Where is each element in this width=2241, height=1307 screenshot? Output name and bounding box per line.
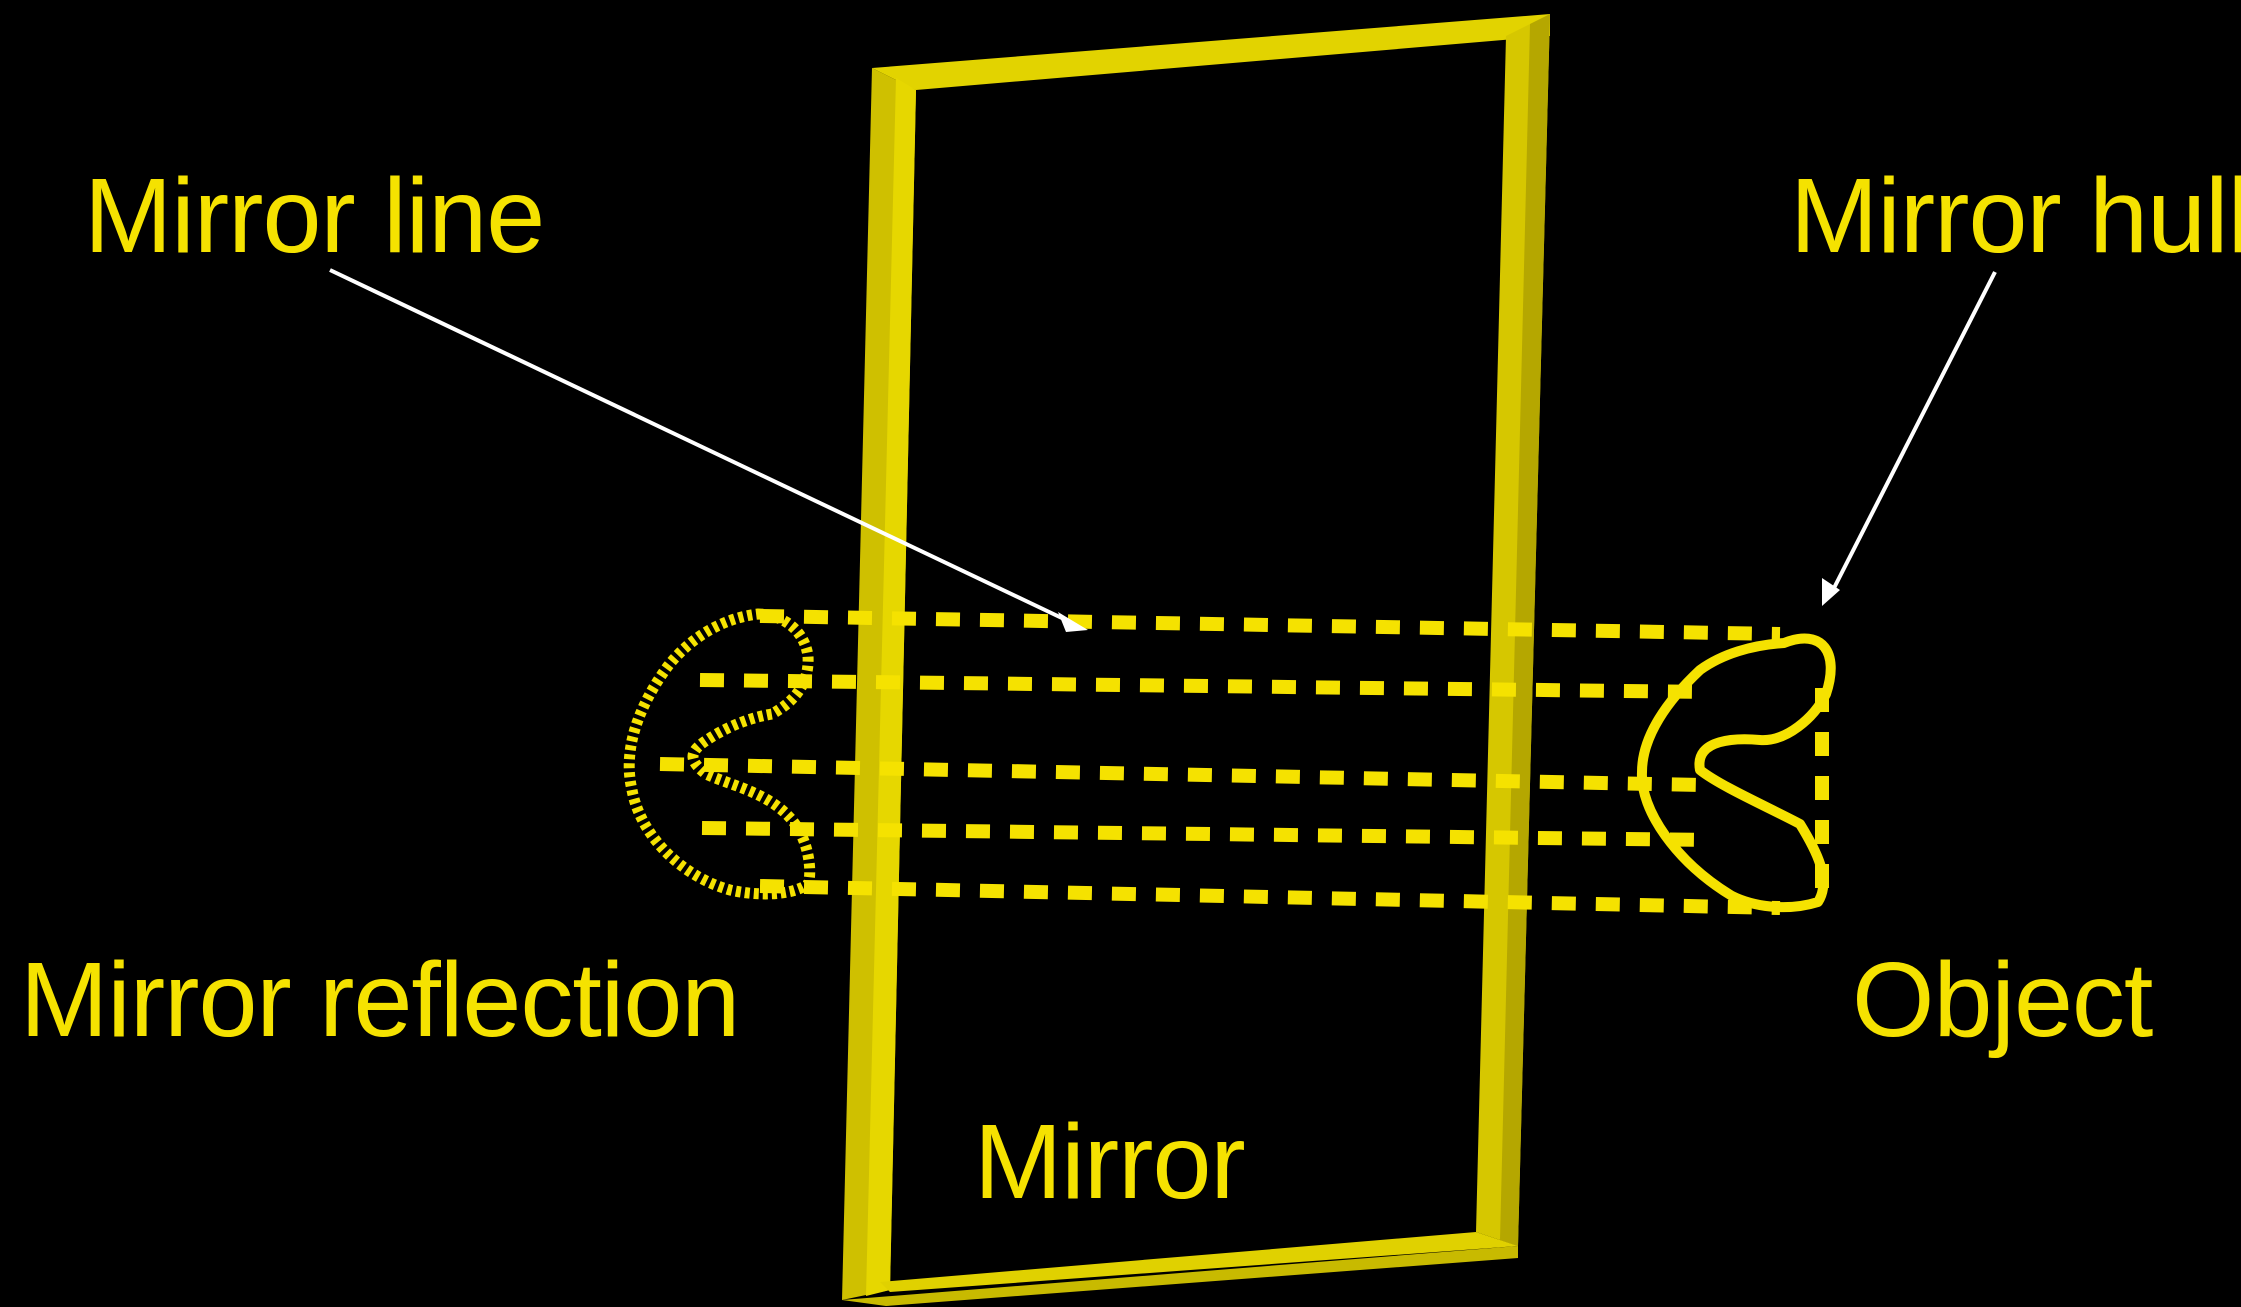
mirror-line-arrow xyxy=(330,270,1066,620)
object-label: Object xyxy=(1852,941,2153,1059)
mirror-frame-top xyxy=(872,14,1550,90)
mirror-reflection-label: Mirror reflection xyxy=(20,941,739,1059)
mirror-frame-bottom xyxy=(842,1246,1518,1306)
mirror-hull-label: Mirror hull xyxy=(1790,157,2241,275)
projection-line-2 xyxy=(700,680,1710,692)
projection-line-4 xyxy=(702,828,1710,840)
mirror-hull-arrow xyxy=(1834,272,1995,588)
object-shape xyxy=(1642,639,1831,908)
mirror-line-label: Mirror line xyxy=(84,157,544,275)
projection-lines xyxy=(660,616,1822,908)
mirror-reflection-shape xyxy=(629,614,810,894)
mirror-label: Mirror xyxy=(974,1103,1245,1221)
projection-line-3 xyxy=(660,764,1700,785)
projection-line-5 xyxy=(760,886,1780,908)
projection-line-1 xyxy=(760,616,1780,634)
annotation-arrows xyxy=(330,270,1995,632)
